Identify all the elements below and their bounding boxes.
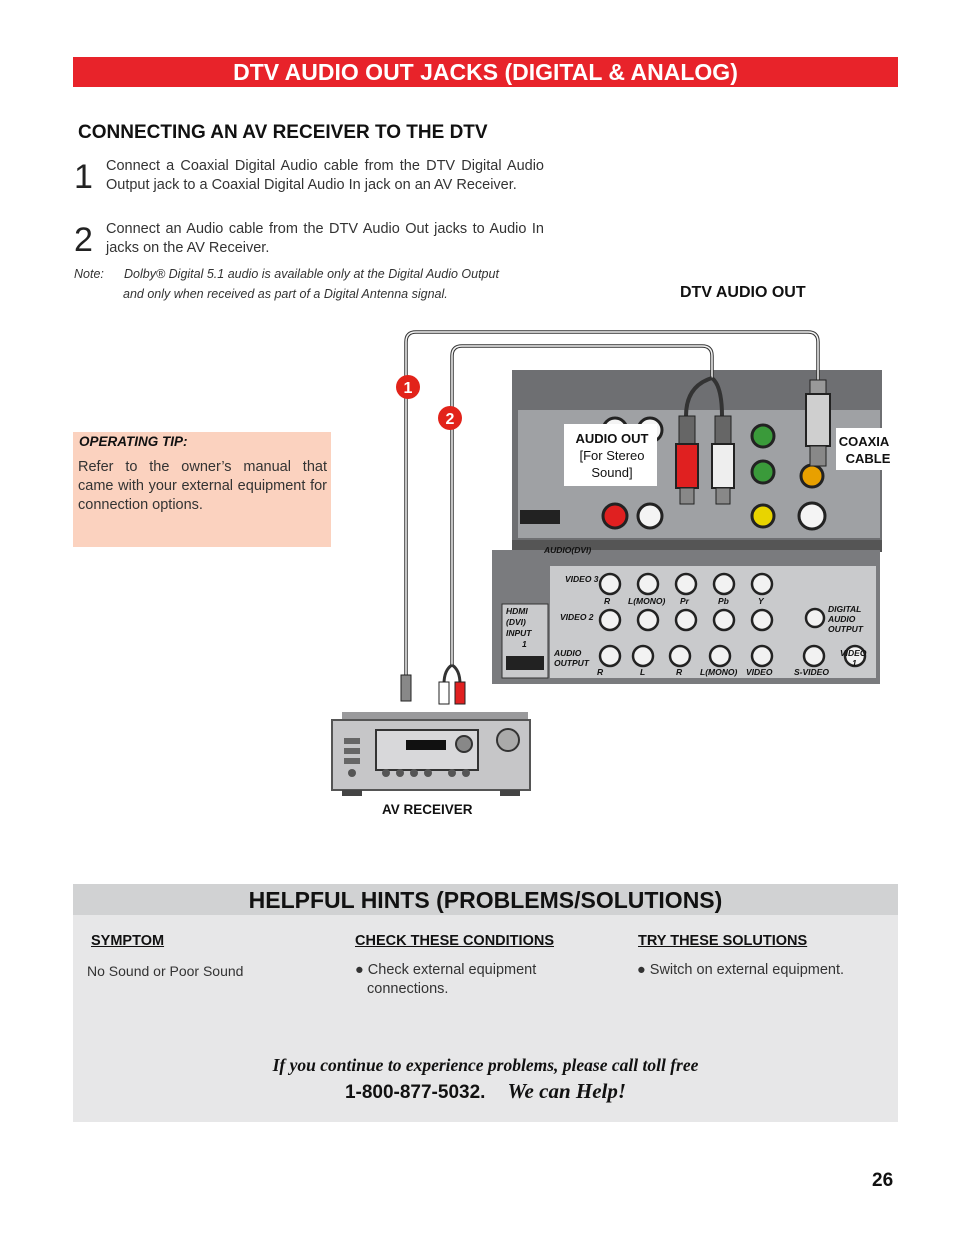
label-row1-pr: Pr bbox=[680, 596, 690, 606]
audio-out-callout-3: Sound] bbox=[591, 465, 632, 480]
audio-out-callout bbox=[564, 424, 657, 486]
audio-out-callout-1: AUDIO OUT bbox=[576, 431, 649, 446]
label-hdmi-3: INPUT bbox=[506, 628, 532, 638]
label-video2: VIDEO 2 bbox=[560, 612, 594, 622]
svg-text:1: 1 bbox=[404, 380, 413, 397]
page-banner-title: DTV AUDIO OUT JACKS (DIGITAL & ANALOG) bbox=[73, 57, 898, 87]
dtv-audio-out-label: DTV AUDIO OUT bbox=[680, 284, 806, 301]
receiver-red-plug bbox=[454, 681, 466, 705]
label-bottom-video: VIDEO bbox=[746, 667, 773, 677]
note-line-1: Dolby® Digital 5.1 audio is available on… bbox=[124, 267, 499, 281]
lower-jacks bbox=[598, 572, 867, 668]
marker-1-icon bbox=[396, 375, 420, 399]
solution-cell: ● Switch on external equipment. bbox=[637, 962, 845, 978]
phone-number: 1-800-877-5032. bbox=[344, 1082, 486, 1103]
note-label: Note: bbox=[74, 267, 104, 281]
step-2-text: Connect an Audio cable from the DTV Audi… bbox=[106, 221, 544, 256]
av-receiver-label: AV RECEIVER bbox=[382, 802, 473, 817]
col-symptom: SYMPTOM bbox=[91, 933, 165, 949]
label-audio-output-1: AUDIO bbox=[553, 648, 582, 658]
label-hdmi-2: (DVI) bbox=[506, 617, 526, 627]
note-line-2: and only when received as part of a Digi… bbox=[123, 286, 448, 301]
operating-tip-title: OPERATING TIP: bbox=[79, 434, 188, 449]
label-digital-audio: AUDIO bbox=[827, 614, 856, 624]
label-row1-r: R bbox=[604, 596, 611, 606]
section-title: CONNECTING AN AV RECEIVER TO THE DTV bbox=[78, 122, 488, 143]
col-solutions: TRY THESE SOLUTIONS bbox=[638, 933, 808, 949]
step-2-number: 2 bbox=[74, 221, 93, 259]
cables bbox=[404, 330, 820, 685]
connection-diagram: AUDIO(DVI) VIDEO 3 VIDEO 2 HDMI (DVI) IN… bbox=[331, 330, 890, 796]
audio-out-callout-2: [For Stereo bbox=[579, 448, 644, 463]
label-row1-l: L(MONO) bbox=[628, 596, 665, 606]
label-video3: VIDEO 3 bbox=[565, 574, 599, 584]
closing-contact: 1-800-877-5032. We can Help! bbox=[73, 1079, 898, 1104]
label-row1-pb: Pb bbox=[718, 596, 729, 606]
receiver-coax-plug bbox=[400, 674, 412, 702]
symptom-cell: No Sound or Poor Sound bbox=[87, 963, 244, 979]
we-can-help: We can Help! bbox=[507, 1079, 627, 1103]
coaxial-callout-1: COAXIAL bbox=[839, 434, 890, 449]
step-1-text: Connect a Coaxial Digital Audio cable fr… bbox=[106, 158, 544, 193]
helpful-hints-title: HELPFUL HINTS (PROBLEMS/SOLUTIONS) bbox=[73, 884, 898, 915]
tv-panel-divider bbox=[512, 540, 882, 552]
label-row1-y: Y bbox=[758, 596, 765, 606]
label-digital: DIGITAL bbox=[828, 604, 861, 614]
step-1-number: 1 bbox=[74, 158, 93, 196]
label-hdmi-4: 1 bbox=[522, 639, 527, 649]
helpful-hints-box: HELPFUL HINTS (PROBLEMS/SOLUTIONS) SYMPT… bbox=[73, 884, 898, 1122]
operating-tip-box: OPERATING TIP: Refer to the owner’s manu… bbox=[73, 432, 331, 547]
label-video1-1: VIDEO bbox=[840, 648, 867, 658]
col-conditions: CHECK THESE CONDITIONS bbox=[355, 933, 554, 949]
coaxial-callout bbox=[836, 428, 890, 470]
svg-text:2: 2 bbox=[446, 411, 455, 428]
label-audio-output-2: OUTPUT bbox=[554, 658, 590, 668]
label-hdmi-1: HDMI bbox=[506, 606, 528, 616]
dolby-note: Note: Dolby® Digital 5.1 audio is availab… bbox=[74, 265, 554, 304]
marker-2-icon bbox=[438, 406, 462, 430]
label-bottom-svideo: S-VIDEO bbox=[794, 667, 829, 677]
label-bottom-l1: L bbox=[640, 667, 645, 677]
label-bottom-r1: R bbox=[597, 667, 604, 677]
page-number: 26 bbox=[872, 1170, 894, 1191]
hdmi-port bbox=[506, 656, 544, 670]
label-audio-dvi: AUDIO(DVI) bbox=[543, 545, 591, 555]
closing-line: If you continue to experience problems, … bbox=[272, 1055, 699, 1075]
rca-plugs bbox=[675, 415, 735, 505]
coaxial-plug bbox=[805, 379, 831, 467]
label-digital-output: OUTPUT bbox=[828, 624, 864, 634]
operating-tip-body: Refer to the owner’s manual that came wi… bbox=[78, 459, 327, 513]
label-video1-2: 1 bbox=[852, 658, 857, 668]
label-bottom-r2: R bbox=[676, 667, 683, 677]
condition-cell: ● Check external equipment connections. bbox=[355, 962, 537, 997]
av-receiver-icon bbox=[331, 712, 531, 796]
label-bottom-lmono: L(MONO) bbox=[700, 667, 737, 677]
receiver-white-plug bbox=[438, 681, 450, 705]
coaxial-callout-2: CABLE bbox=[846, 451, 890, 466]
